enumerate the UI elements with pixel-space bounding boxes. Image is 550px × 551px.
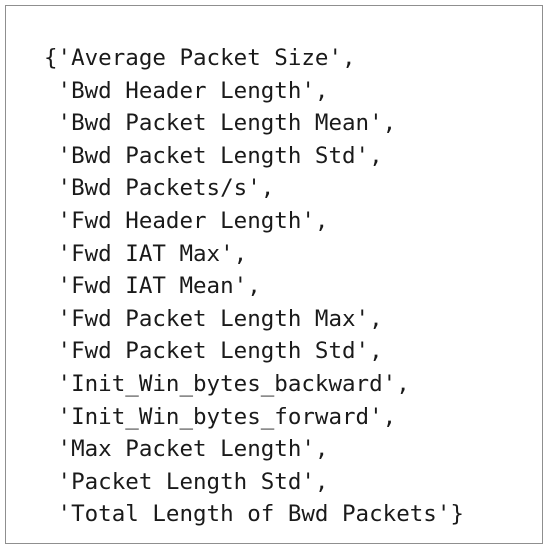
code-output-panel: {'Average Packet Size', 'Bwd Header Leng… <box>5 5 543 544</box>
code-line: 'Packet Length Std', <box>44 468 329 495</box>
code-line: 'Init_Win_bytes_backward', <box>44 370 410 397</box>
code-output-text: {'Average Packet Size', 'Bwd Header Leng… <box>44 42 464 531</box>
code-line: 'Init_Win_bytes_forward', <box>44 403 397 430</box>
code-line: 'Bwd Packet Length Mean', <box>44 110 397 137</box>
code-line: 'Fwd Header Length', <box>44 207 329 234</box>
code-line: 'Bwd Packets/s', <box>44 175 275 202</box>
code-line: 'Fwd IAT Max', <box>44 240 248 267</box>
code-line: 'Fwd Packet Length Max', <box>44 305 383 332</box>
code-line: {'Average Packet Size', <box>44 45 356 71</box>
code-line: 'Bwd Header Length', <box>44 77 329 104</box>
code-line: 'Max Packet Length', <box>44 436 329 463</box>
code-line: 'Fwd Packet Length Std', <box>44 338 383 365</box>
code-line: 'Total Length of Bwd Packets'} <box>44 501 464 528</box>
code-line: 'Fwd IAT Mean', <box>44 273 261 300</box>
code-line: 'Bwd Packet Length Std', <box>44 142 383 169</box>
